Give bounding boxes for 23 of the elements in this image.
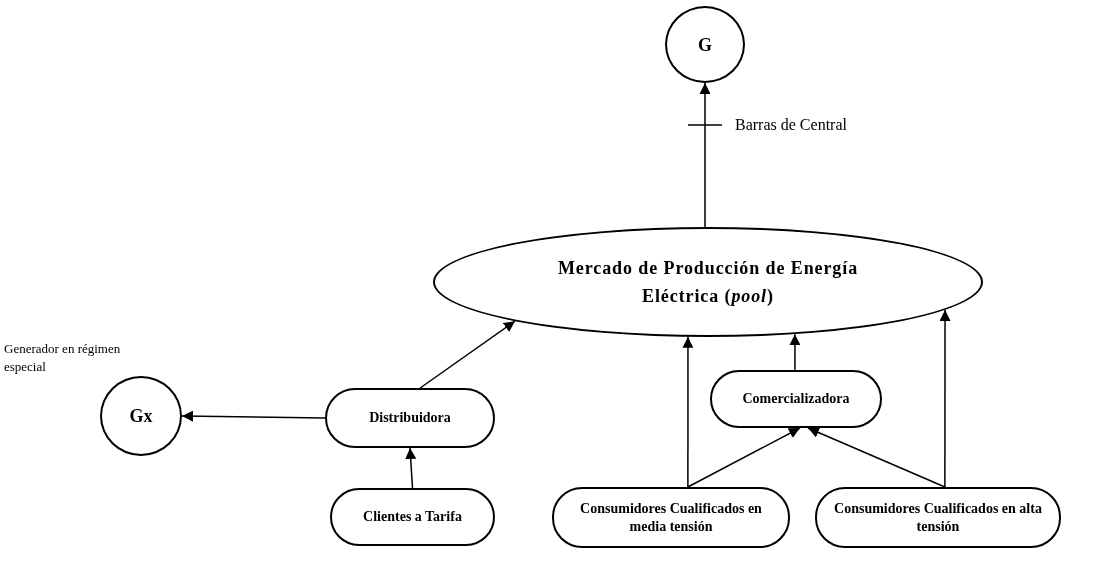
entity-pill — [325, 388, 495, 448]
bus-label: Barras de Central — [735, 115, 847, 135]
node-label: Consumidores Cualificados en media tensión — [579, 500, 763, 535]
arrow — [682, 336, 694, 488]
node-label: Mercado de Producción de Energía Eléctrica (pool) — [556, 257, 860, 308]
arrow — [939, 309, 951, 488]
arrow — [687, 427, 801, 488]
node-label: Consumidores Cualificados en alta tensión — [833, 500, 1043, 535]
node-label: Gx — [129, 405, 153, 428]
arrow — [699, 82, 711, 228]
entity-pill — [710, 370, 882, 428]
node-label: Comercializadora — [742, 390, 850, 408]
arrow — [807, 427, 946, 488]
entity-pill — [552, 487, 790, 548]
node-caption: Generador en régimen especial — [4, 340, 122, 376]
node-label: G — [698, 33, 712, 57]
arrow — [405, 447, 417, 489]
arrow — [181, 410, 326, 422]
node-label: Distribuidora — [369, 409, 451, 427]
entity-pill — [815, 487, 1061, 548]
node-label: Clientes a Tarifa — [363, 508, 462, 526]
arrow — [419, 320, 516, 389]
entity-pill — [330, 488, 495, 546]
